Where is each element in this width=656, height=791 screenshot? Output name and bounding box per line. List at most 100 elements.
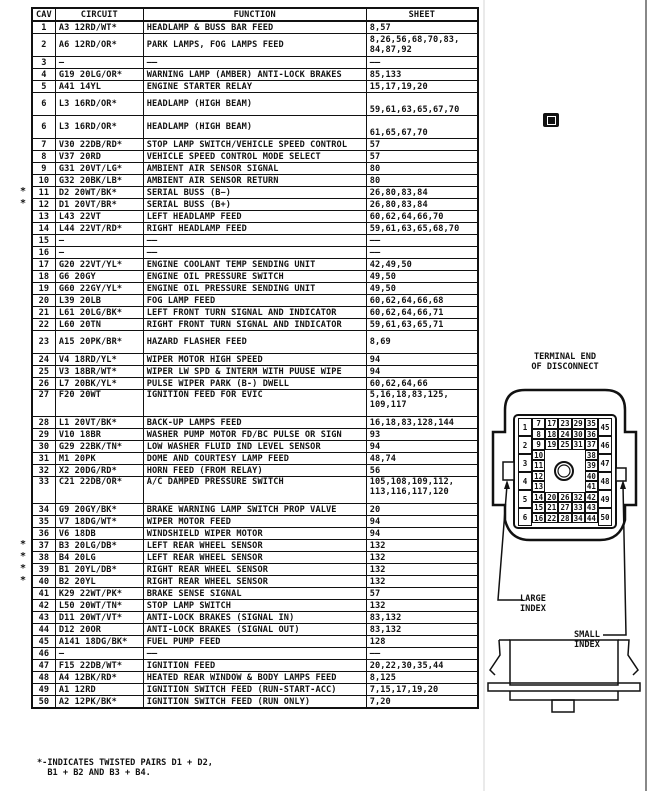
cavity-3: 3 bbox=[518, 454, 532, 472]
cell-cav: 11 bbox=[31, 186, 56, 199]
cell-sheet: 61,65,67,70 bbox=[365, 115, 479, 139]
twisted-pair-mark: * bbox=[20, 538, 27, 550]
cell-cav: 23 bbox=[31, 330, 56, 354]
cavity-40: 40 bbox=[584, 470, 598, 481]
cavity-27: 27 bbox=[558, 502, 572, 513]
cell-cav: 22 bbox=[31, 318, 56, 331]
cavity-45: 45 bbox=[598, 418, 612, 436]
cavity-1: 1 bbox=[518, 418, 532, 436]
cell-function: HAZARD FLASHER FEED bbox=[142, 330, 367, 354]
table-row: 46————— bbox=[31, 647, 479, 660]
cell-sheet: 7,15,17,19,20 bbox=[365, 683, 479, 696]
cell-cav: 27 bbox=[31, 389, 56, 417]
large-index-tab bbox=[502, 461, 515, 481]
cavity-7: 7 bbox=[532, 418, 546, 429]
right-latch bbox=[618, 639, 639, 676]
cavity-32: 32 bbox=[571, 491, 585, 502]
cell-cav: 50 bbox=[31, 695, 56, 709]
cell-sheet: 8,26,56,68,70,83, 84,87,92 bbox=[365, 33, 479, 57]
cavity-48: 48 bbox=[598, 472, 612, 490]
cell-cav: 7 bbox=[31, 138, 56, 151]
cell-cav: 39 bbox=[31, 563, 56, 576]
cell-cav: 9 bbox=[31, 162, 56, 175]
cavity-46: 46 bbox=[598, 436, 612, 454]
cavity-47: 47 bbox=[598, 454, 612, 472]
cell-function: HEADLAMP (HIGH BEAM) bbox=[142, 92, 367, 116]
twisted-pair-mark: * bbox=[20, 574, 27, 586]
cavity-29: 29 bbox=[571, 418, 585, 429]
cavity-39: 39 bbox=[584, 460, 598, 471]
cell-function: PARK LAMPS, FOG LAMPS FEED bbox=[142, 33, 367, 57]
connector-badge-icon bbox=[543, 113, 559, 127]
header-sheet: SHEET bbox=[365, 7, 479, 22]
cavity-25: 25 bbox=[558, 439, 572, 450]
table-row: 16————— bbox=[31, 246, 479, 259]
cavity-13: 13 bbox=[532, 481, 546, 492]
cell-sheet: 105,108,109,112, 113,116,117,120 bbox=[365, 476, 479, 504]
cell-cav: 6 bbox=[31, 92, 56, 116]
small-index-tab bbox=[615, 467, 627, 482]
cell-function: IGNITION FEED FOR EVIC bbox=[142, 389, 367, 417]
cavity-21: 21 bbox=[545, 502, 559, 513]
cell-sheet: 7,20 bbox=[365, 695, 479, 709]
cavity-37: 37 bbox=[584, 439, 598, 450]
cavity-20: 20 bbox=[545, 491, 559, 502]
cavity-16: 16 bbox=[532, 512, 546, 523]
cavity-6: 6 bbox=[518, 508, 532, 526]
large-index-label: LARGE INDEX bbox=[520, 594, 546, 614]
cavity-44: 44 bbox=[584, 512, 598, 523]
connector-title: TERMINAL END OF DISCONNECT bbox=[531, 352, 599, 372]
cavity-9: 9 bbox=[532, 439, 546, 450]
cell-cav: 12 bbox=[31, 198, 56, 211]
cavity-10: 10 bbox=[532, 449, 546, 460]
cavity-4: 4 bbox=[518, 472, 532, 490]
cavity-14: 14 bbox=[532, 491, 546, 502]
cavity-19: 19 bbox=[545, 439, 559, 450]
header-cav: CAV bbox=[31, 7, 56, 22]
cell-cav: 49 bbox=[31, 683, 56, 696]
cavity-42: 42 bbox=[584, 491, 598, 502]
footnote: *-INDICATES TWISTED PAIRS D1 + D2, B1 + … bbox=[37, 758, 213, 778]
cell-sheet: 59,61,63,65,67,70 bbox=[365, 92, 479, 116]
cavity-33: 33 bbox=[571, 502, 585, 513]
cavity-12: 12 bbox=[532, 470, 546, 481]
cavity-17: 17 bbox=[545, 418, 559, 429]
cavity-26: 26 bbox=[558, 491, 572, 502]
cell-cav: 28 bbox=[31, 416, 56, 429]
twisted-pair-mark: * bbox=[20, 185, 27, 197]
cavity-5: 5 bbox=[518, 490, 532, 508]
cavity-49: 49 bbox=[598, 490, 612, 508]
cavity-41: 41 bbox=[584, 481, 598, 492]
header-function: FUNCTION bbox=[142, 7, 367, 22]
cavity-2: 2 bbox=[518, 436, 532, 454]
cavity-28: 28 bbox=[558, 512, 572, 523]
table-row: 3————— bbox=[31, 56, 479, 69]
cell-circuit: L3 16RD/OR* bbox=[54, 92, 144, 116]
cavity-31: 31 bbox=[571, 439, 585, 450]
twisted-pair-mark: * bbox=[20, 562, 27, 574]
cavity-36: 36 bbox=[584, 428, 598, 439]
connector-shell bbox=[491, 388, 638, 542]
cavity-23: 23 bbox=[558, 418, 572, 429]
